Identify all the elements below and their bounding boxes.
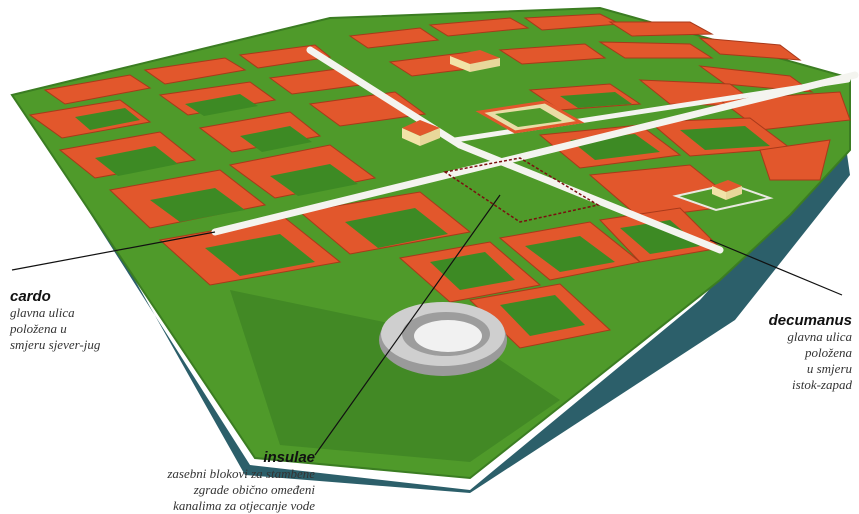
insulae-term: insulae [65, 449, 315, 466]
decumanus-description: glavna ulica položena u smjeru istok-zap… [700, 329, 852, 393]
cardo-label: cardo glavna ulica položena u smjeru sje… [10, 288, 210, 353]
decumanus-label: decumanus glavna ulica položena u smjeru… [700, 312, 852, 393]
decumanus-term: decumanus [700, 312, 852, 329]
insulae-label: insulae zasebni blokovi za stambene zgra… [65, 449, 315, 514]
insulae-description: zasebni blokovi za stambene zgrade običn… [65, 466, 315, 514]
cardo-description: glavna ulica položena u smjeru sjever-ju… [10, 305, 210, 353]
cardo-term: cardo [10, 288, 210, 305]
